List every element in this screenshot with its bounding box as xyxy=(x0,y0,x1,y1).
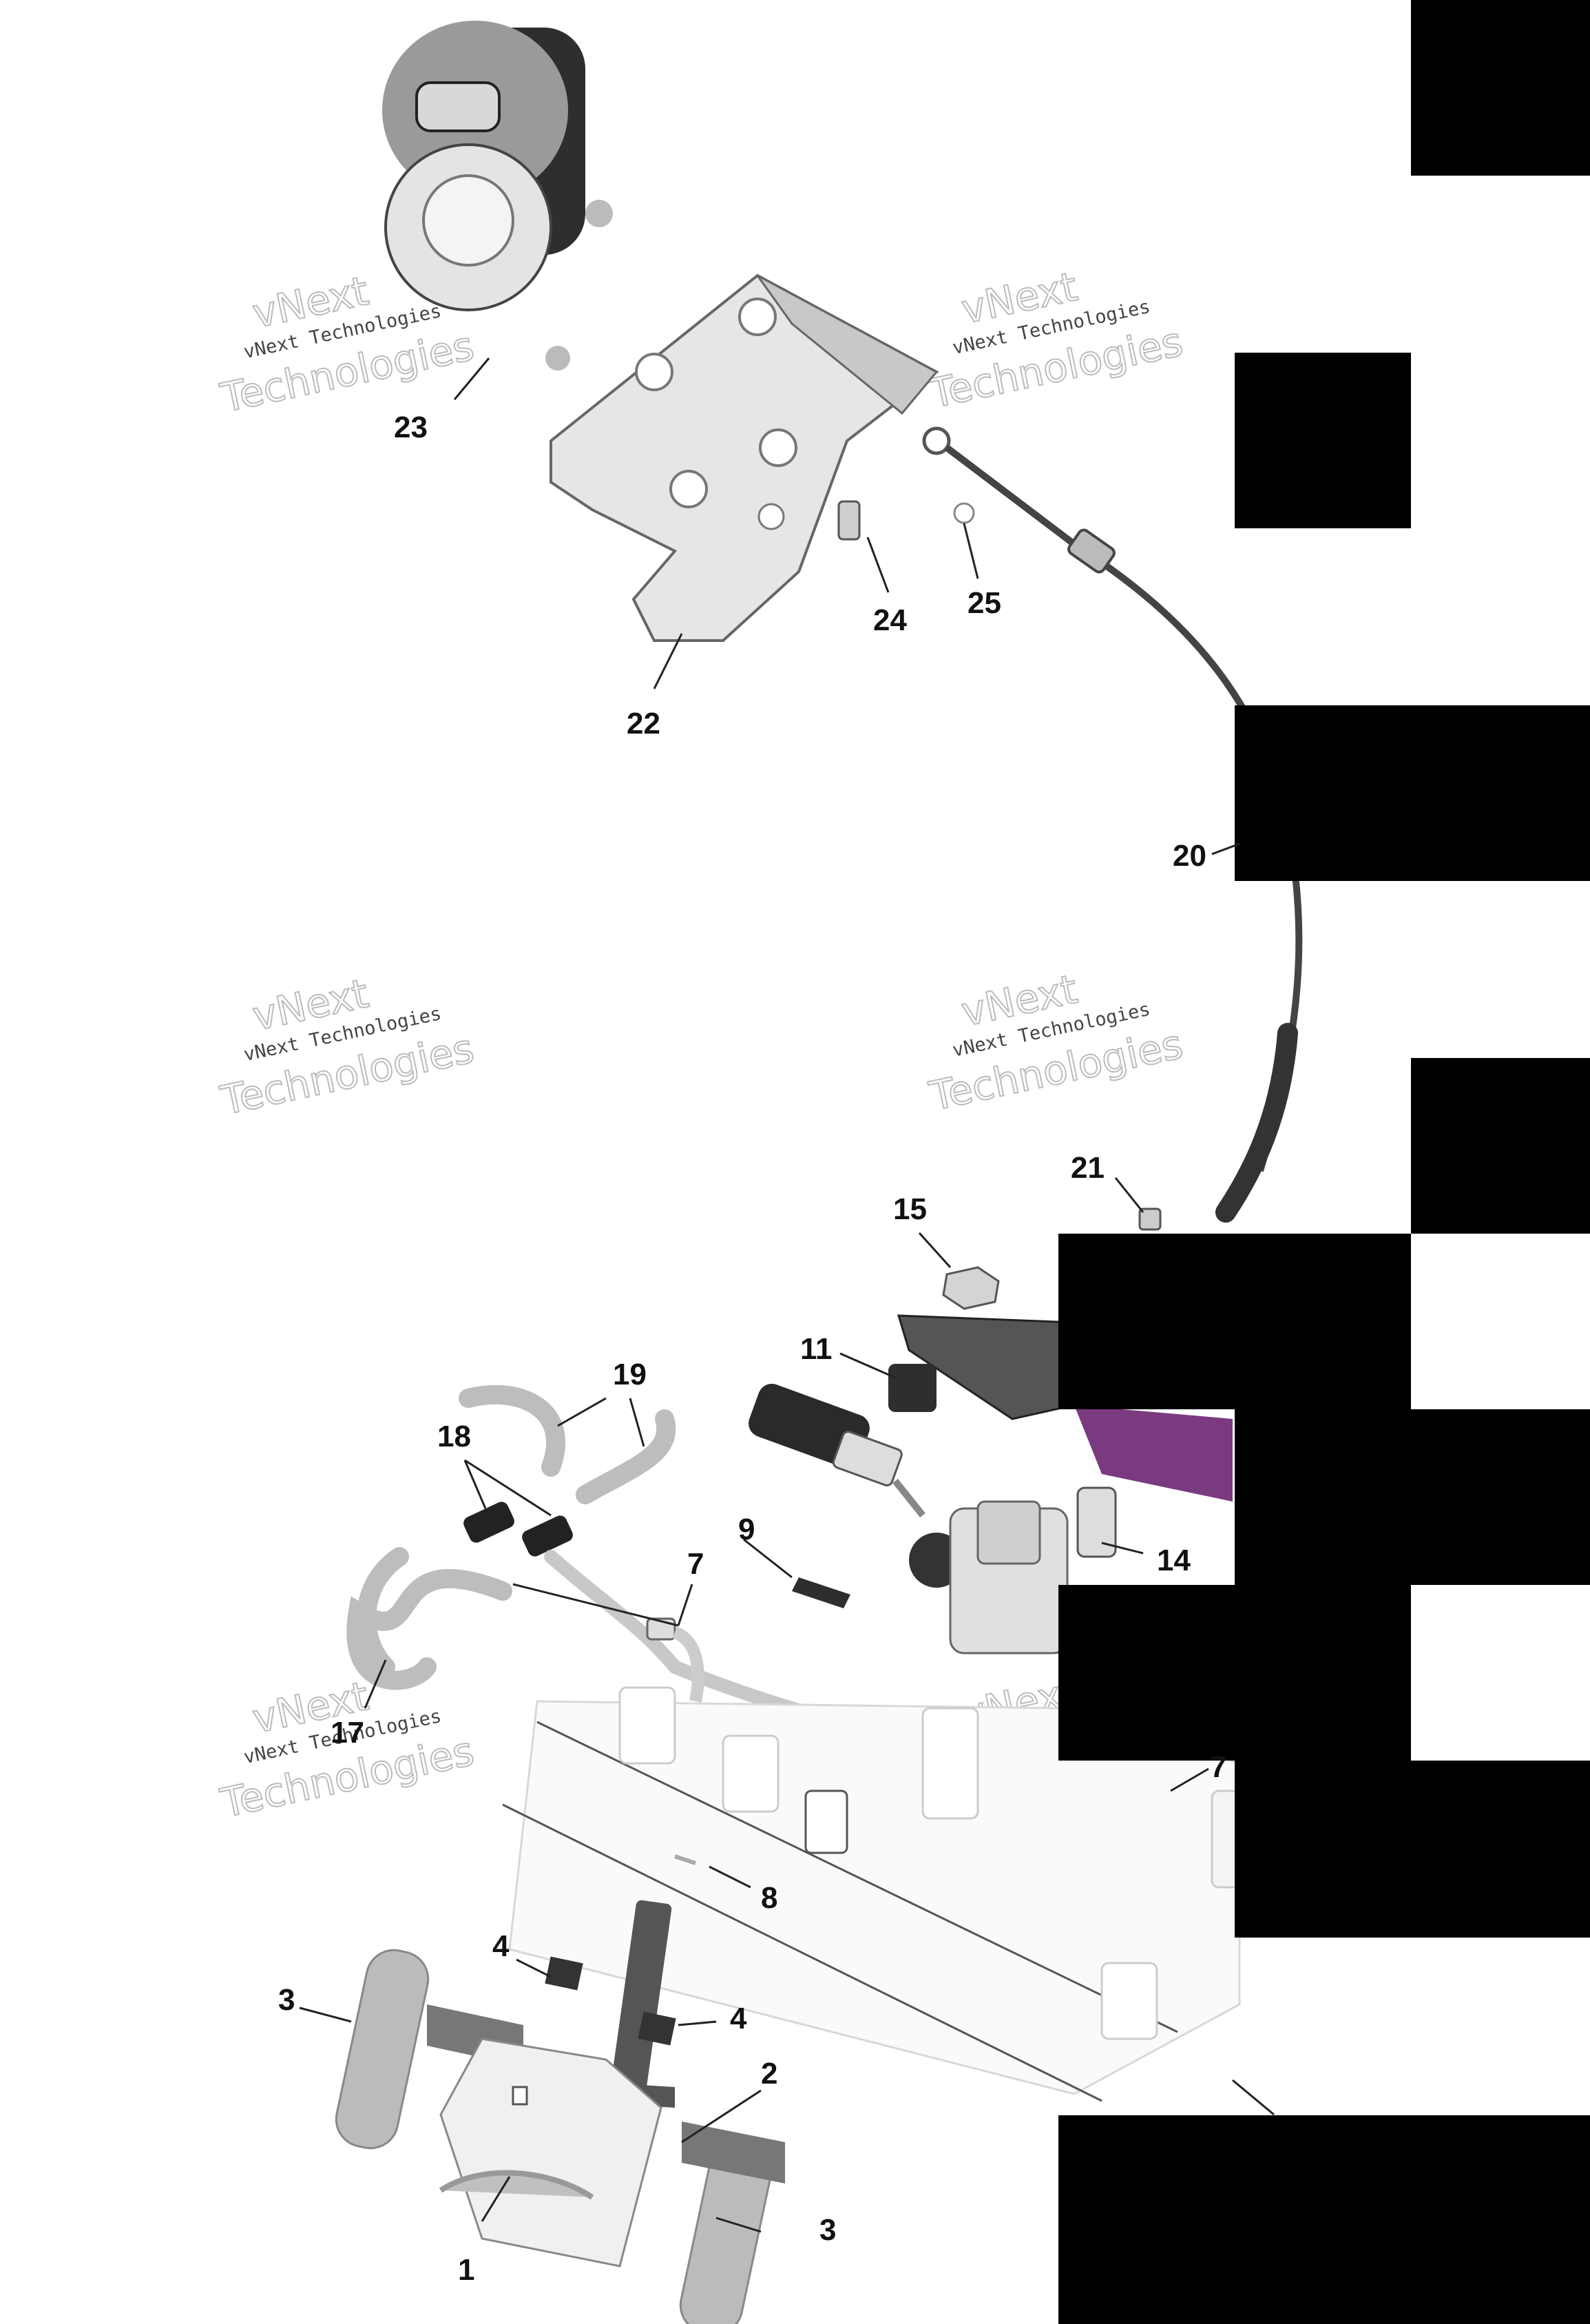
position-sensor xyxy=(749,1383,1069,1654)
callout-3-right: 3 xyxy=(819,2213,836,2247)
rubber-bushing xyxy=(888,1364,937,1412)
callout-17: 17 xyxy=(331,1716,364,1750)
hex-bolt xyxy=(1076,1486,1117,1558)
throttle-body-housing xyxy=(502,1686,1241,2102)
callout-20: 20 xyxy=(1173,839,1206,873)
hose-connectors xyxy=(463,1502,573,1557)
callout-1: 1 xyxy=(458,2253,474,2287)
callout-4-left: 4 xyxy=(492,1929,510,1963)
shim-plate xyxy=(792,1577,850,1608)
callout-23: 23 xyxy=(394,411,428,444)
mounting-bracket xyxy=(550,273,939,642)
callout-14: 14 xyxy=(1157,1544,1191,1577)
motor-actuator xyxy=(382,21,613,371)
callout-18: 18 xyxy=(437,1420,471,1453)
curved-hoses xyxy=(459,1384,676,1504)
leader-lines xyxy=(299,357,1275,2233)
callout-25: 25 xyxy=(967,586,1001,620)
callout-2: 2 xyxy=(761,2057,777,2090)
spring-left xyxy=(545,1956,583,1991)
stud-bolt xyxy=(837,500,861,541)
callout-7-right: 7 xyxy=(1210,1750,1226,1784)
callout-19: 19 xyxy=(613,1358,647,1391)
callout-4-right: 4 xyxy=(730,2002,747,2035)
guide-pin-left xyxy=(335,1949,430,2150)
callout-15: 15 xyxy=(893,1192,927,1226)
callout-22: 22 xyxy=(627,707,660,740)
callout-8: 8 xyxy=(761,1881,777,1915)
watermark-mid-right: vNext Technologies vNext Technologies xyxy=(925,965,1188,1121)
cable-clip xyxy=(953,502,975,524)
callout-24: 24 xyxy=(873,603,907,637)
callout-3-left: 3 xyxy=(278,1983,295,2017)
nut xyxy=(942,1266,1000,1310)
gasket-slot xyxy=(674,1854,696,1865)
spring-right xyxy=(638,2011,676,2046)
watermark-mid-left: vNext Technologies vNext Technologies xyxy=(216,969,479,1125)
callout-labels: 23 22 24 25 20 21 15 11 19 18 9 14 7 17 … xyxy=(278,411,1226,2287)
watermark-top-right: vNext Technologies vNext Technologies xyxy=(925,262,1188,418)
redaction-blocks xyxy=(1058,0,1590,2324)
carrier-block xyxy=(439,2037,662,2268)
callout-21: 21 xyxy=(1071,1151,1105,1185)
lever-arm xyxy=(897,1314,1233,1502)
callout-9: 9 xyxy=(738,1513,755,1546)
callout-7-top: 7 xyxy=(687,1547,704,1581)
callout-11: 11 xyxy=(800,1332,833,1366)
small-bolt xyxy=(1138,1207,1162,1231)
